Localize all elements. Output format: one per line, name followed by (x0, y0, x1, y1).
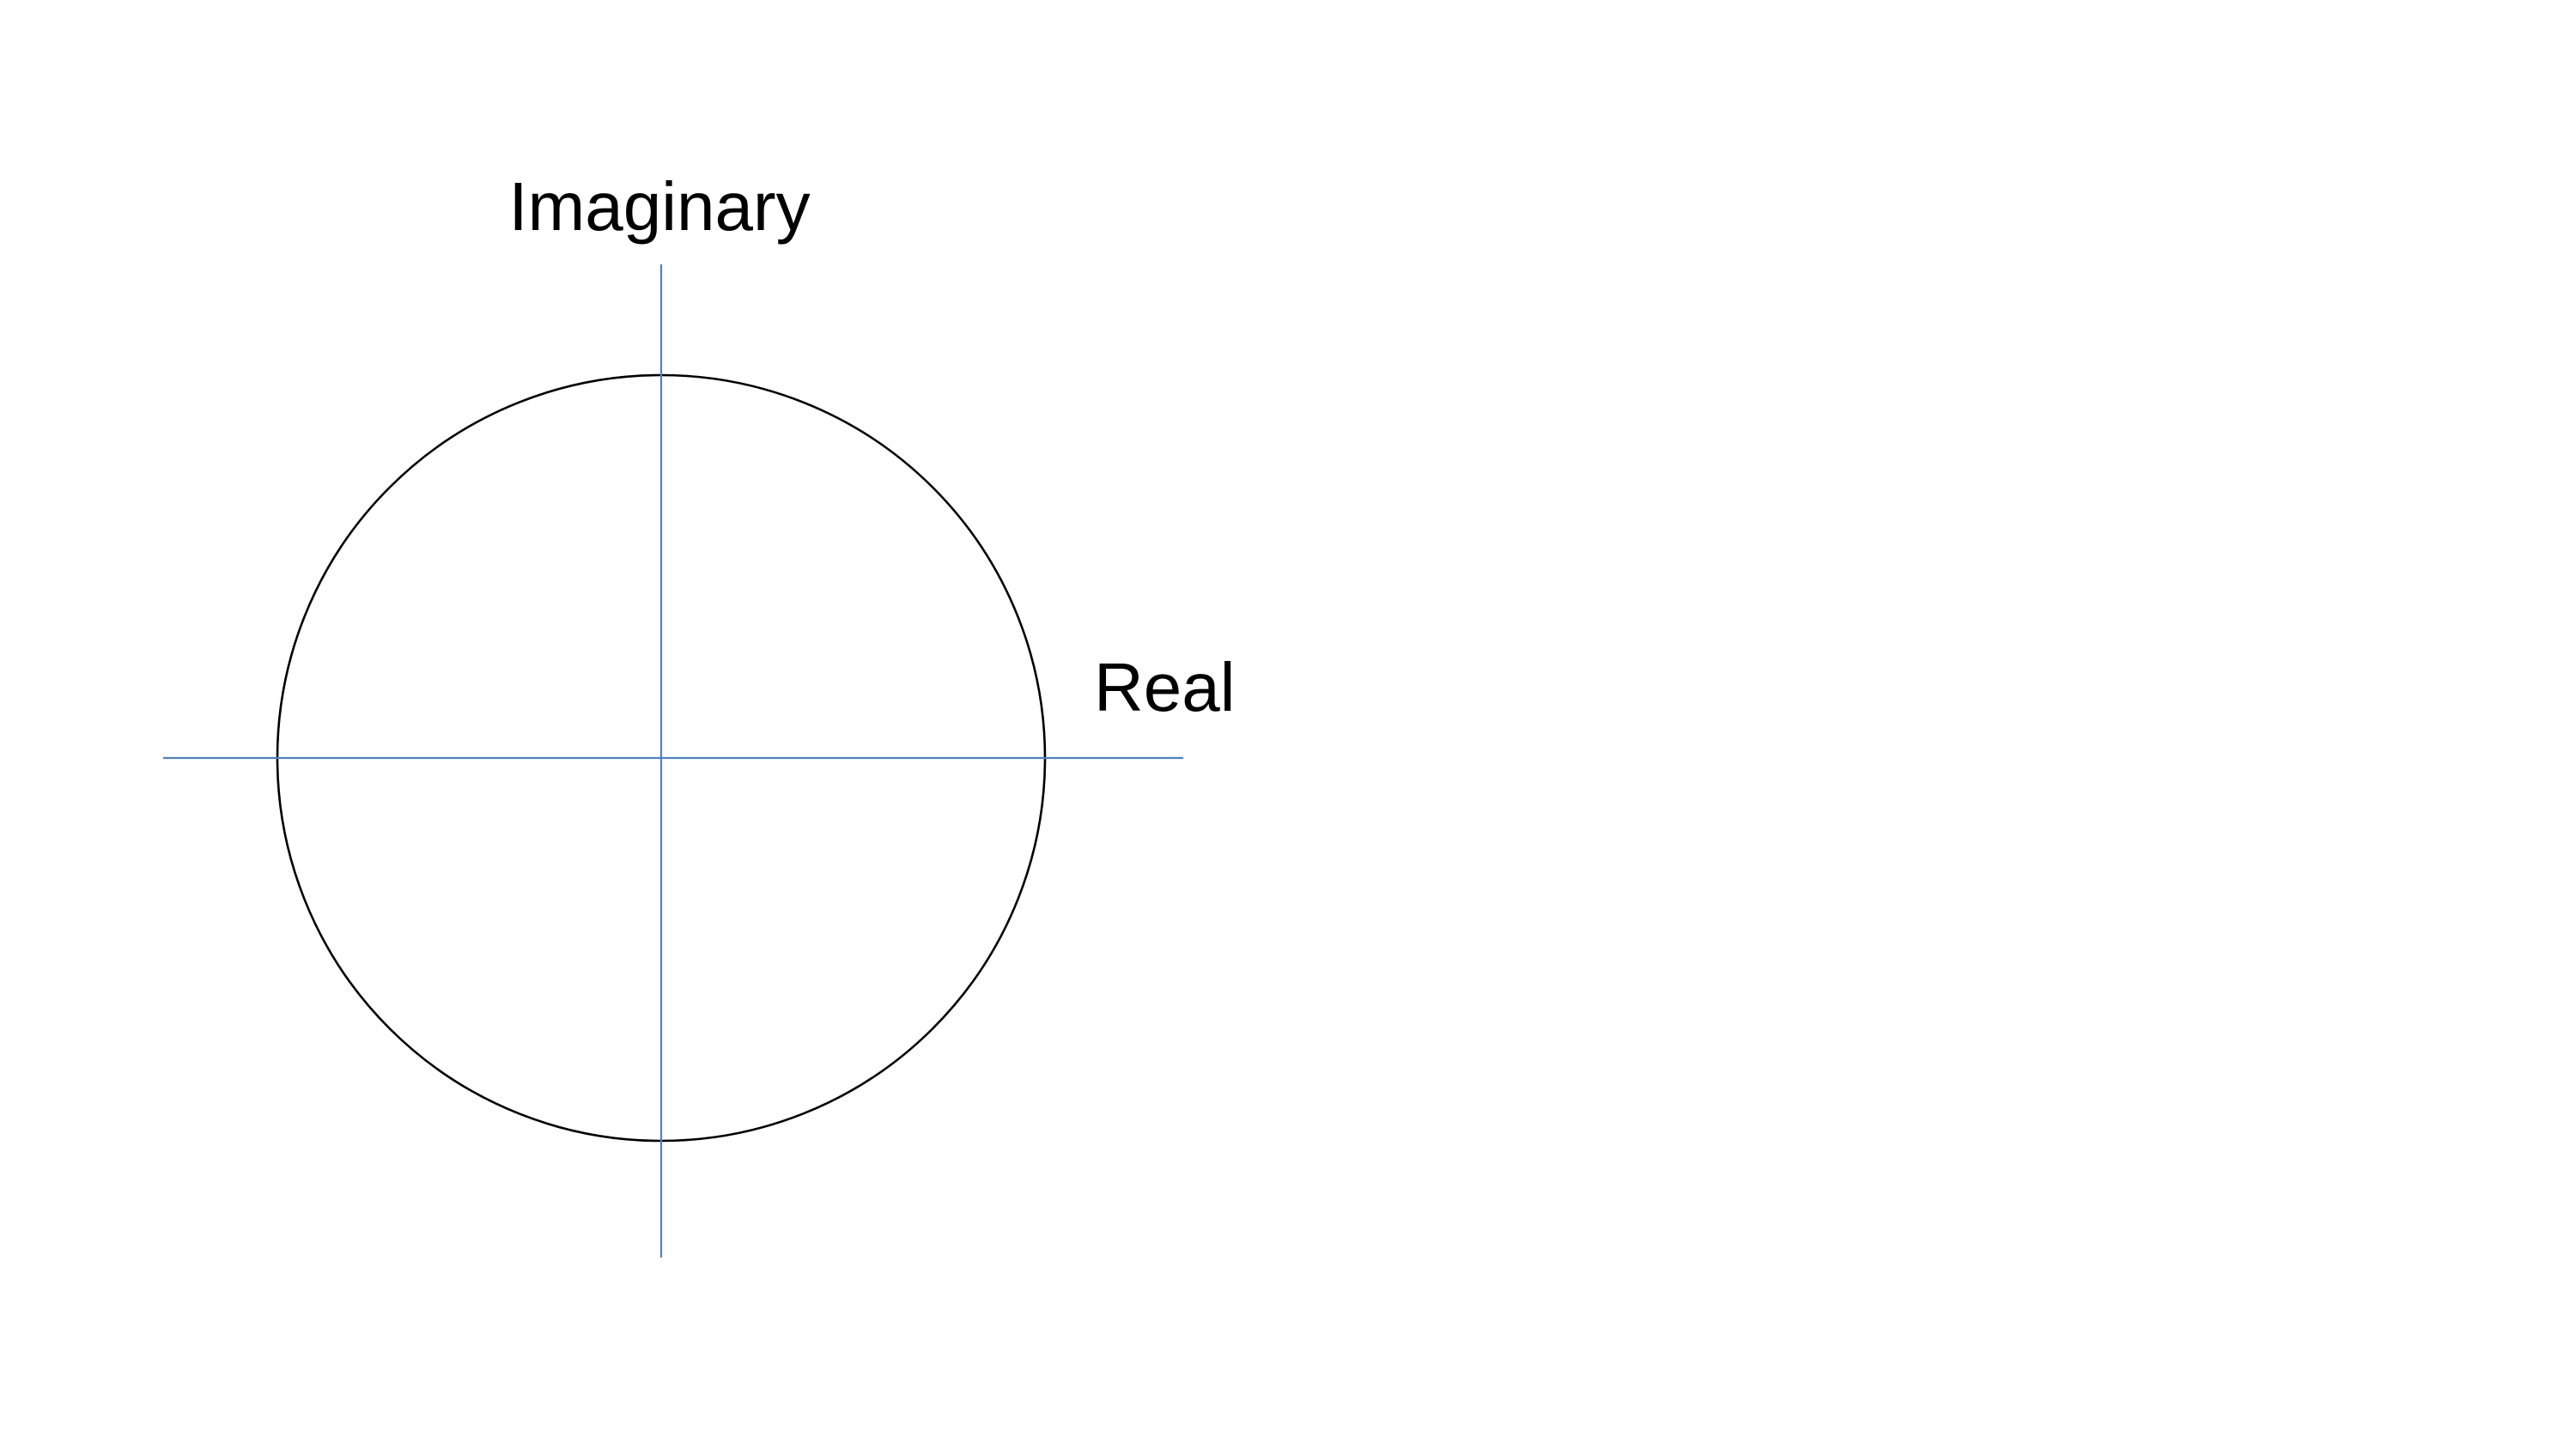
imaginary-axis-label: Imaginary (508, 168, 810, 245)
real-axis-label: Real (1094, 649, 1236, 725)
